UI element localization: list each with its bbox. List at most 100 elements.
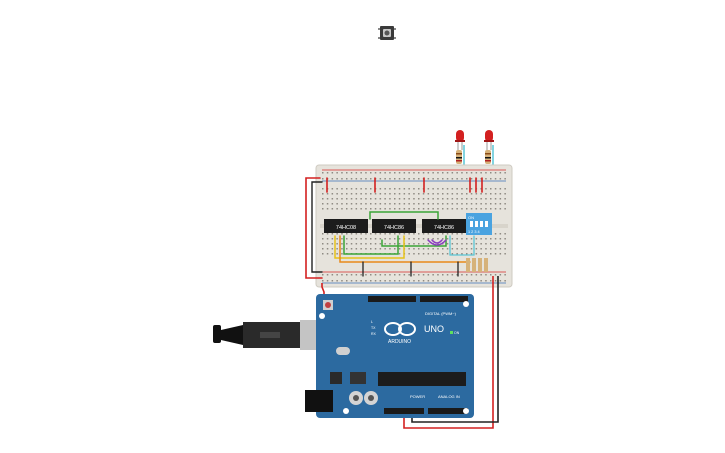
breadboard-hole [374, 238, 377, 240]
breadboard-hole [466, 243, 468, 245]
breadboard-hole [398, 233, 401, 235]
breadboard-hole [442, 208, 444, 210]
breadboard-hole [341, 188, 343, 190]
breadboard-hole [403, 208, 406, 210]
breadboard-hole [418, 198, 420, 200]
breadboard-hole [384, 243, 386, 245]
breadboard-hole [346, 208, 348, 210]
breadboard-hole [470, 172, 473, 174]
breadboard-hole [418, 238, 420, 240]
breadboard-hole [341, 248, 343, 250]
breadboard-hole [437, 208, 439, 210]
breadboard-hole [504, 172, 506, 174]
chip-74hc86-b[interactable]: 74HC86 [422, 219, 466, 233]
breadboard-hole [408, 253, 410, 255]
breadboard-hole [394, 193, 396, 195]
breadboard-hole [432, 203, 434, 205]
breadboard-hole [446, 274, 449, 276]
breadboard-hole [326, 172, 329, 174]
breadboard-hole [413, 198, 415, 200]
breadboard-hole [365, 208, 367, 210]
breadboard-hole [360, 233, 362, 235]
breadboard-hole [461, 208, 463, 210]
breadboard-hole [451, 233, 454, 235]
chip-74hc86-a[interactable]: 74HC86 [372, 219, 416, 233]
breadboard-hole [350, 203, 353, 205]
breadboard-hole [494, 233, 497, 235]
breadboard-hole [475, 280, 478, 282]
breadboard-hole [394, 172, 396, 174]
breadboard-hole [480, 188, 482, 190]
breadboard-hole [374, 198, 377, 200]
breadboard-hole [470, 198, 473, 200]
breadboard-hole [446, 178, 449, 180]
breadboard-hole [456, 208, 458, 210]
breadboard-hole [374, 248, 377, 250]
breadboard-hole [322, 178, 324, 180]
breadboard-hole [413, 253, 415, 255]
breadboard-hole [494, 208, 497, 210]
breadboard-hole [384, 274, 386, 276]
breadboard-hole [370, 172, 372, 174]
breadboard-hole [331, 274, 334, 276]
breadboard-hole [360, 188, 362, 190]
breadboard-hole [384, 238, 386, 240]
breadboard-hole [437, 274, 439, 276]
on-label: ON [454, 331, 460, 335]
breadboard-hole [456, 172, 458, 174]
breadboard-hole [398, 274, 401, 276]
breadboard-hole [499, 233, 502, 235]
breadboard-hole [427, 253, 430, 255]
breadboard-hole [346, 243, 348, 245]
pushbutton[interactable] [378, 26, 396, 40]
breadboard-hole [408, 233, 410, 235]
breadboard-hole [322, 208, 324, 210]
breadboard-hole [442, 253, 444, 255]
chip-74hc08[interactable]: 74HC08 [324, 219, 368, 233]
breadboard-hole [427, 248, 430, 250]
breadboard-hole [475, 253, 478, 255]
breadboard-hole [389, 172, 391, 174]
breadboard-hole [504, 280, 506, 282]
breadboard-hole [490, 193, 492, 195]
breadboard-hole [413, 188, 415, 190]
breadboard-hole [379, 172, 382, 174]
breadboard-hole [403, 198, 406, 200]
breadboard-hole [413, 238, 415, 240]
breadboard-hole [422, 208, 425, 210]
breadboard-hole [437, 253, 439, 255]
breadboard-hole [499, 248, 502, 250]
arduino-uno[interactable]: UNO ARDUINO DIGITAL (PWM~) POWER ANALOG … [305, 294, 474, 418]
breadboard-hole [418, 274, 420, 276]
breadboard-hole [379, 248, 382, 250]
breadboard-hole [360, 178, 362, 180]
breadboard-hole [437, 243, 439, 245]
breadboard-hole [422, 233, 425, 235]
breadboard-hole [398, 280, 401, 282]
breadboard-hole [341, 198, 343, 200]
breadboard-hole [437, 238, 439, 240]
breadboard-hole [389, 238, 391, 240]
breadboard-hole [336, 243, 338, 245]
breadboard-hole [350, 178, 353, 180]
breadboard-hole [350, 208, 353, 210]
led-1[interactable] [455, 130, 465, 164]
breadboard-hole [398, 188, 401, 190]
breadboard-hole [326, 193, 329, 195]
breadboard-hole [485, 238, 487, 240]
breadboard-hole [365, 198, 367, 200]
breadboard-hole [389, 243, 391, 245]
breadboard-hole [490, 253, 492, 255]
led-2[interactable] [484, 130, 494, 164]
breadboard-hole [427, 243, 430, 245]
breadboard-hole [475, 172, 478, 174]
breadboard-hole [461, 248, 463, 250]
breadboard-hole [346, 233, 348, 235]
breadboard-hole [322, 203, 324, 205]
dip-switch[interactable]: ON 1 2 3 4 [466, 213, 492, 235]
breadboard-hole [379, 198, 382, 200]
breadboard-hole [485, 193, 487, 195]
breadboard-hole [413, 193, 415, 195]
breadboard-hole [389, 178, 391, 180]
